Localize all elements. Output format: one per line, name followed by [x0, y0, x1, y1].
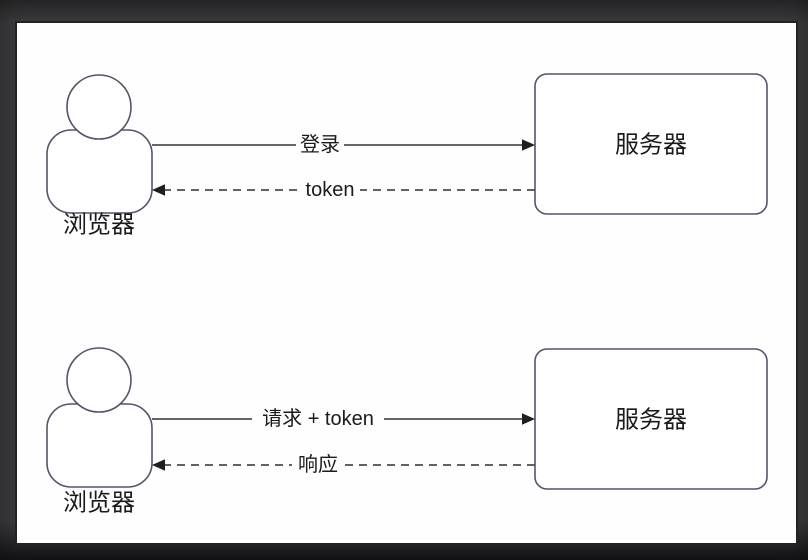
token-arrow: token — [152, 177, 535, 203]
request-token-arrow-label: 请求 + token — [262, 407, 374, 430]
bottom-flow-group: 浏览器 服务器 请求 + token 响应 — [46, 347, 768, 517]
top-flow-group: 浏览器 服务器 登录 token — [46, 73, 768, 239]
browser-label: 浏览器 — [63, 212, 135, 239]
auth-flow-diagram: 浏览器 服务器 登录 token — [46, 73, 768, 517]
server-label: 服务器 — [615, 132, 687, 159]
login-label-background — [296, 132, 344, 158]
browser-label: 浏览器 — [63, 490, 135, 517]
actor-body-shape — [46, 403, 153, 488]
request-token-label-background — [252, 406, 384, 432]
response-label-background — [292, 452, 344, 478]
actor-body-shape — [46, 129, 153, 214]
token-label-background — [300, 177, 360, 203]
response-arrow: 响应 — [152, 452, 535, 478]
actor-head-shape — [66, 347, 132, 413]
server-label: 服务器 — [615, 407, 687, 434]
response-arrow-label: 响应 — [298, 453, 338, 476]
browser-actor-icon — [46, 347, 153, 488]
left-arrowhead-icon — [152, 459, 165, 471]
right-arrowhead-icon — [522, 413, 535, 425]
login-arrow: 登录 — [152, 132, 535, 158]
browser-actor-icon — [46, 74, 153, 214]
actor-head-shape — [66, 74, 132, 140]
right-arrowhead-icon — [522, 139, 535, 151]
server-box — [534, 73, 768, 215]
token-arrow-label: token — [306, 179, 355, 201]
request-token-arrow: 请求 + token — [152, 406, 535, 432]
login-arrow-label: 登录 — [300, 133, 340, 156]
slide-canvas: 浏览器 服务器 登录 token — [15, 21, 798, 545]
left-arrowhead-icon — [152, 184, 165, 196]
